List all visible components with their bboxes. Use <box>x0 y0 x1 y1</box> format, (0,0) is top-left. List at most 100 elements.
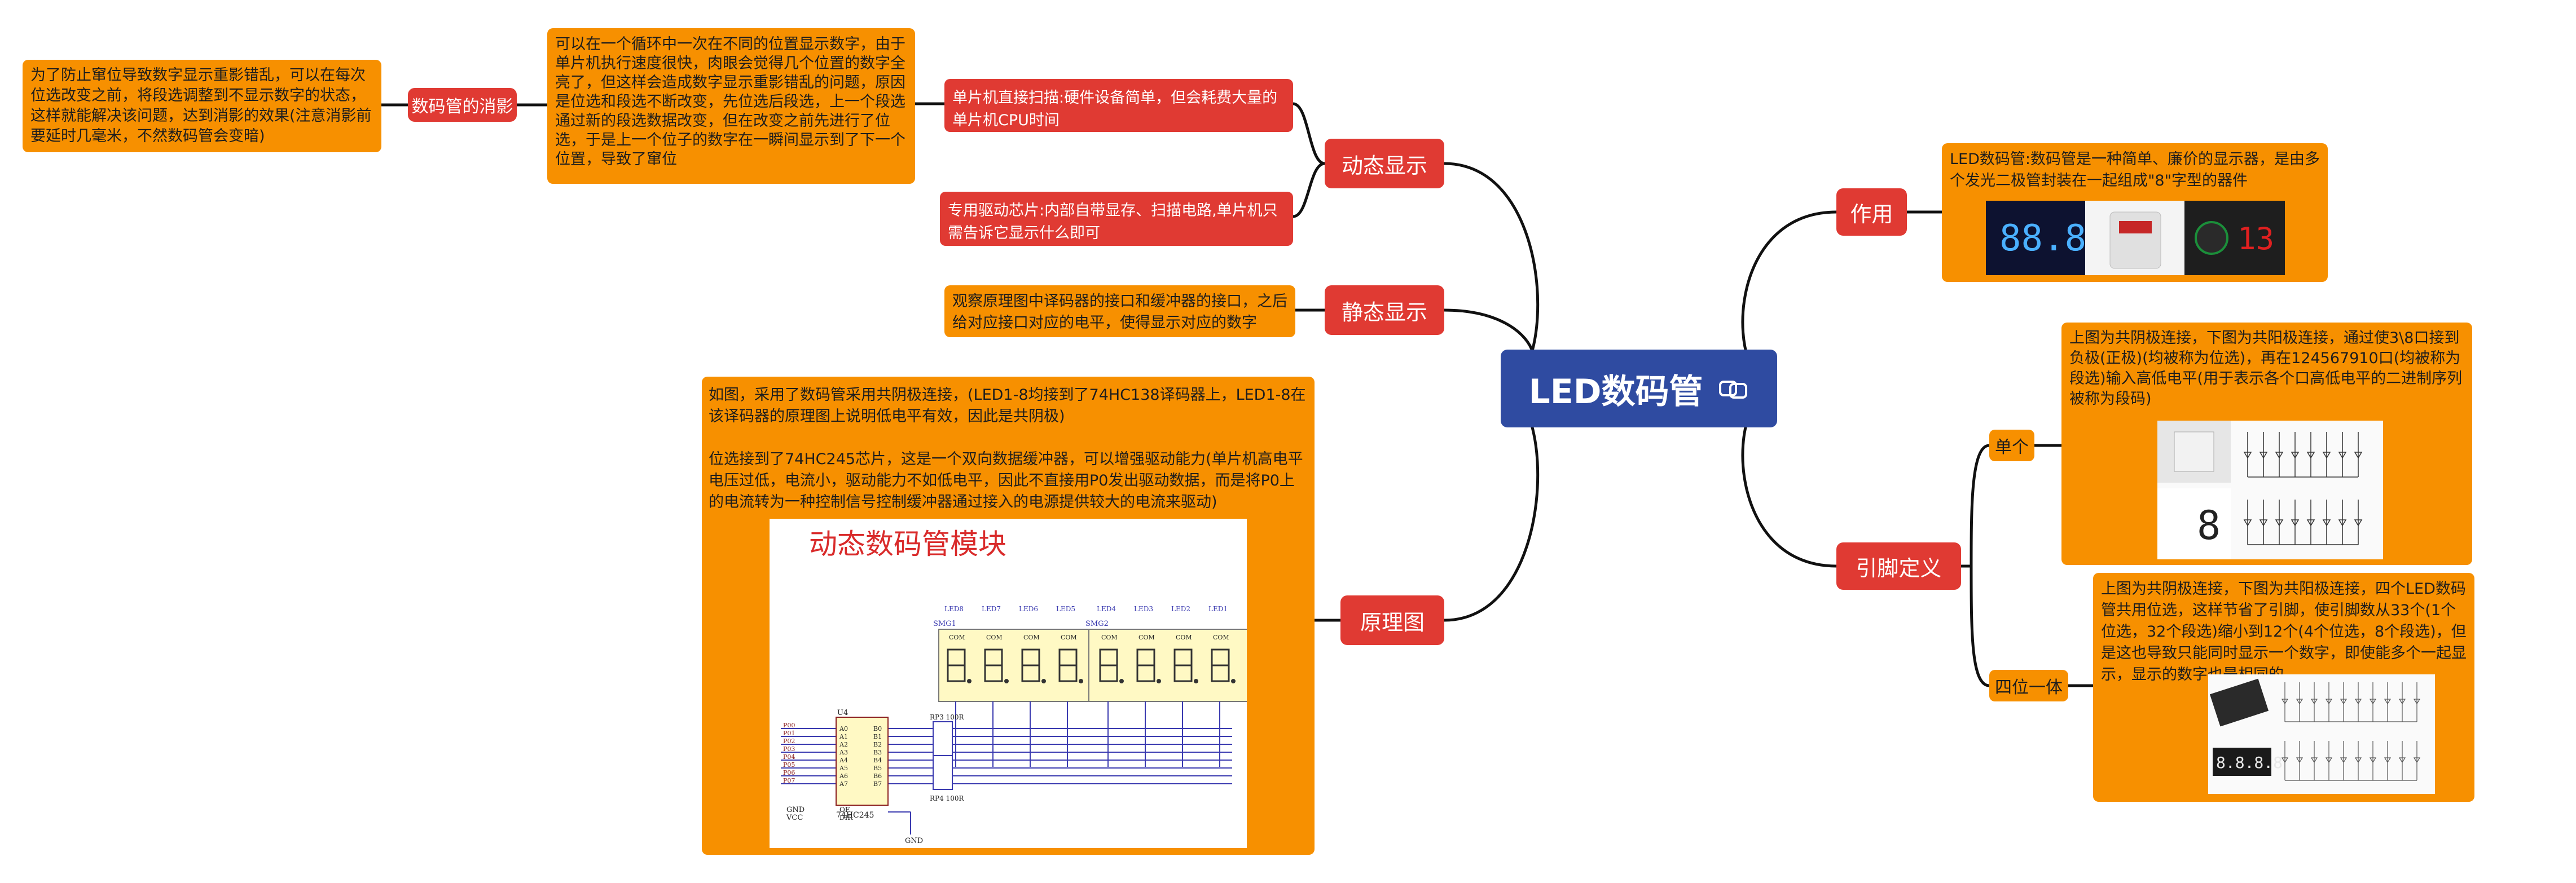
port-pin: P01 <box>783 730 795 737</box>
power-gnd-2: GND <box>905 837 923 845</box>
branch-static-label: 静态显示 <box>1341 299 1427 325</box>
port-pin: P06 <box>783 769 795 776</box>
single-pin-diagram: 8 <box>2157 421 2383 559</box>
led-label: LED4 <box>1097 605 1116 613</box>
smg-label-2: SMG2 <box>1085 620 1109 628</box>
com-label: COM <box>1101 634 1118 641</box>
link-icon[interactable] <box>1718 376 1749 401</box>
seven-seg-digit <box>1136 648 1161 683</box>
led-label: LED2 <box>1171 605 1190 613</box>
direct-scan-text: 单片机直接扫描:硬件设备简单，但会耗费大量的单片机CPU时间 <box>952 89 1278 129</box>
chip-ref: U4 <box>837 709 848 717</box>
ghost-removal-label: 数码管的消影 <box>411 97 513 117</box>
branch-schematic-label: 原理图 <box>1360 610 1425 635</box>
com-label: COM <box>1213 634 1229 641</box>
rp-label-1: RP3 100R <box>930 713 964 721</box>
a-pin: A0 <box>839 725 848 732</box>
led-label: LED3 <box>1134 605 1153 613</box>
resistor-network-1 <box>933 721 953 756</box>
branch-dynamic-label: 动态显示 <box>1341 153 1427 178</box>
a-pin: A3 <box>839 749 848 756</box>
node-dynamic-principle[interactable]: 可以在一个循环中一次在不同的位置显示数字，由于单片机执行速度很快，肉眼会觉得几个… <box>547 28 915 184</box>
power-vcc: VCC <box>786 814 803 822</box>
port-pin: P07 <box>783 777 795 784</box>
port-pin: P04 <box>783 753 795 761</box>
branch-dynamic-display[interactable]: 动态显示 <box>1325 139 1444 188</box>
seven-seg-digit <box>984 648 1009 683</box>
led-label: LED8 <box>944 605 964 613</box>
b-pin: B4 <box>873 757 882 764</box>
schematic-para-1: 如图，采用了数码管采用共阴极连接，(LED1-8均接到了74HC138译码器上，… <box>709 386 1306 425</box>
led-label: LED7 <box>982 605 1001 613</box>
branch-static-display[interactable]: 静态显示 <box>1325 285 1444 335</box>
node-static-note[interactable]: 观察原理图中译码器的接口和缓冲器的接口，之后给对应接口对应的电平，使得显示对应的… <box>944 285 1295 337</box>
quad-label: 四位一体 <box>1995 678 2063 697</box>
rp-label-2: RP4 100R <box>930 794 964 802</box>
quad-digits-label: 8.8.8.8 <box>2216 753 2283 772</box>
node-ghost-removal[interactable]: 数码管的消影 <box>408 88 517 122</box>
blue-display-digits: 88.8 <box>1999 218 2086 259</box>
dynamic-principle-text: 可以在一个循环中一次在不同的位置显示数字，由于单片机执行速度很快，肉眼会觉得几个… <box>555 36 905 168</box>
seven-seg-digit <box>1099 648 1124 683</box>
port-pin: P03 <box>783 745 795 753</box>
single-digit-label: 8 <box>2197 502 2221 549</box>
quad-pin-diagram: 8.8.8.8 <box>2208 674 2435 794</box>
com-label: COM <box>949 634 965 641</box>
com-label: COM <box>986 634 1003 641</box>
branch-role[interactable]: 作用 <box>1836 188 1907 236</box>
root-title: LED数码管 <box>1528 372 1703 412</box>
led-label: LED6 <box>1019 605 1038 613</box>
branch-role-label: 作用 <box>1850 201 1893 227</box>
quad-note-text: 上图为共阴极连接，下图为共阳极连接，四个LED数码管共用位选，这样节省了引脚，使… <box>2101 580 2467 683</box>
com-label: COM <box>1176 634 1192 641</box>
pin-oe: OE <box>839 806 850 814</box>
node-direct-scan[interactable]: 单片机直接扫描:硬件设备简单，但会耗费大量的单片机CPU时间 <box>944 79 1293 132</box>
node-driver-chip[interactable]: 专用驱动芯片:内部自带显存、扫描电路,单片机只需告诉它显示什么即可 <box>940 192 1293 246</box>
node-quad[interactable]: 四位一体 <box>1989 670 2068 701</box>
node-ghost-note[interactable]: 为了防止窜位导致数字显示重影错乱，可以在每次位选改变之前，将段选调整到不显示数字… <box>23 60 381 152</box>
b-pin: B5 <box>873 765 882 772</box>
branch-pin-definition[interactable]: 引脚定义 <box>1836 542 1961 590</box>
b-pin: B1 <box>873 733 882 740</box>
b-pin: B6 <box>873 772 882 780</box>
root-topic[interactable]: LED数码管 <box>1501 350 1777 427</box>
red-display-digits: 13 <box>2237 221 2274 257</box>
com-label: COM <box>1023 634 1040 641</box>
a-pin: A2 <box>839 741 848 748</box>
a-pin: A5 <box>839 765 848 772</box>
seven-seg-digit <box>1058 648 1083 683</box>
port-pin: P02 <box>783 738 795 745</box>
single-label: 单个 <box>1995 438 2029 457</box>
port-pin: P05 <box>783 761 795 769</box>
a-pin: A1 <box>839 733 848 740</box>
seven-seg-digit <box>947 648 972 683</box>
ghost-note-text: 为了防止窜位导致数字显示重影错乱，可以在每次位选改变之前，将段选调整到不显示数字… <box>30 67 372 145</box>
node-single[interactable]: 单个 <box>1989 430 2034 461</box>
seven-seg-digit <box>1211 648 1236 683</box>
driver-chip-text: 专用驱动芯片:内部自带显存、扫描电路,单片机只需告诉它显示什么即可 <box>948 202 1278 242</box>
a-pin: A4 <box>839 757 848 764</box>
port-pin: P00 <box>783 722 795 729</box>
com-label: COM <box>1061 634 1077 641</box>
smg-label-1: SMG1 <box>933 620 956 628</box>
schematic-figure-title: 动态数码管模块 <box>809 528 1006 560</box>
branch-pins-label: 引脚定义 <box>1856 555 1942 581</box>
schematic-para-2: 位选接到了74HC245芯片，这是一个双向数据缓冲器，可以增强驱动能力(单片机高… <box>709 451 1303 511</box>
power-gnd: GND <box>786 806 805 814</box>
pin-dir: DIR <box>839 814 853 822</box>
a-pin: A7 <box>839 780 848 788</box>
b-pin: B0 <box>873 725 882 732</box>
seven-seg-digit <box>1173 648 1198 683</box>
a-pin: A6 <box>839 772 848 780</box>
led-label: LED1 <box>1208 605 1228 613</box>
chip-name: 74HC245 <box>836 811 874 820</box>
led-label: LED5 <box>1056 605 1075 613</box>
role-note-text: LED数码管:数码管是一种简单、廉价的显示器，是由多个发光二极管封装在一起组成"… <box>1950 151 2320 189</box>
role-product-images: 88.8 13 <box>1986 201 2285 275</box>
branch-schematic[interactable]: 原理图 <box>1340 595 1444 645</box>
resistor-network-2 <box>933 755 953 790</box>
buffer-chip <box>836 717 889 806</box>
b-pin: B3 <box>873 749 882 756</box>
seven-seg-digit <box>1021 648 1046 683</box>
